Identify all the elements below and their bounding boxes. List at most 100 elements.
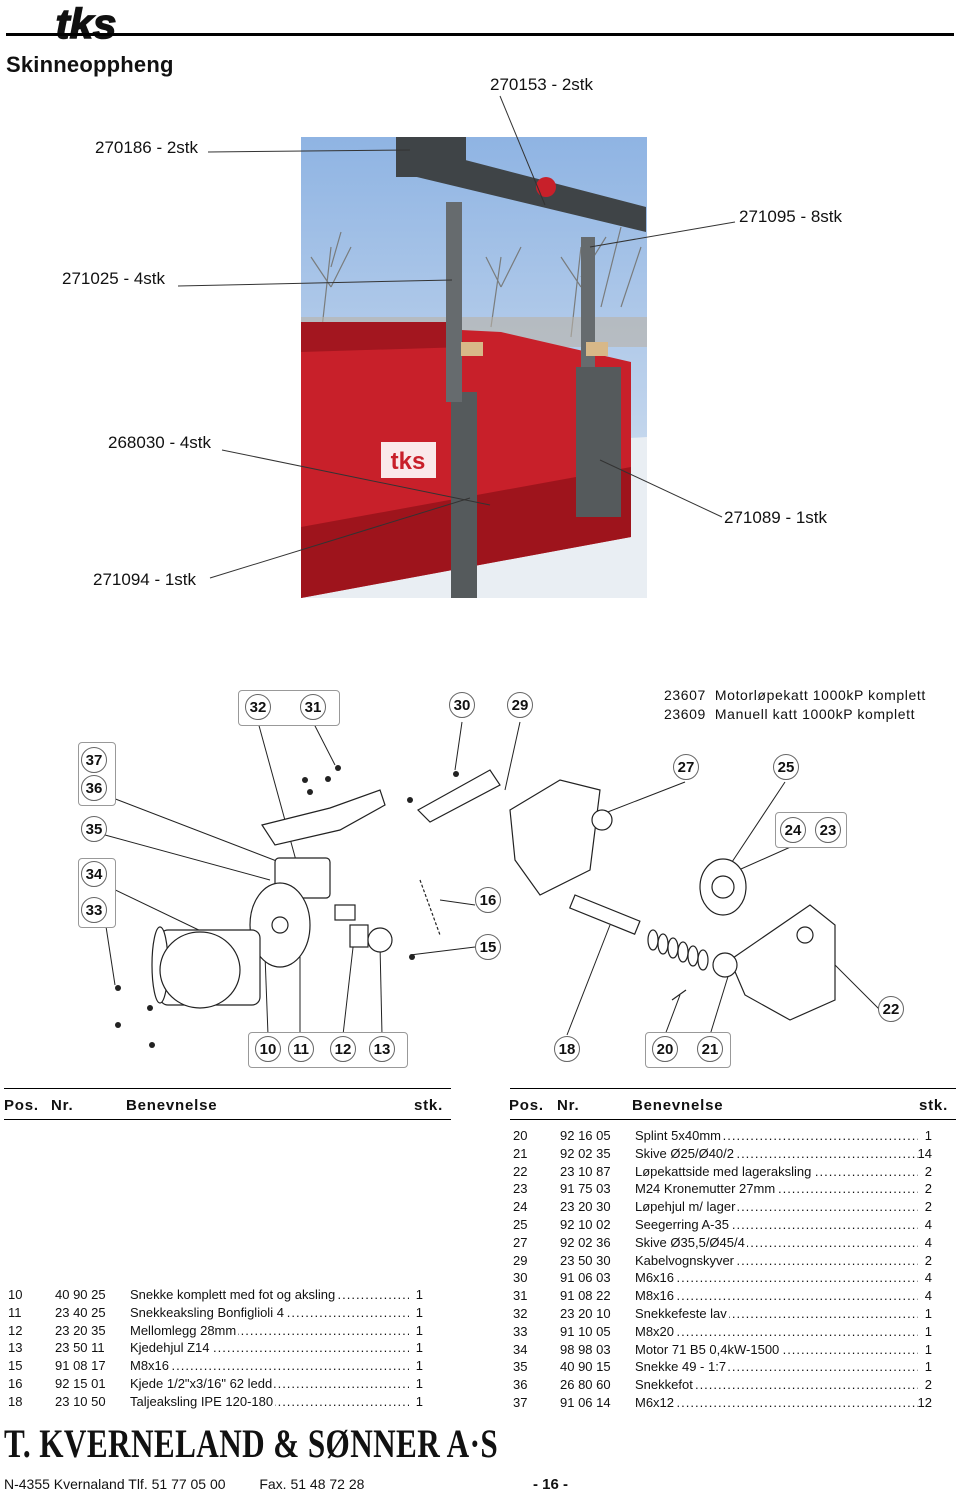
part-name: M6x16 [635,1270,677,1286]
part-nr: 26 80 60 [560,1377,611,1393]
part-qty: 4 [924,1234,932,1250]
part-pos: 10 [8,1287,23,1302]
balloon-30: 30 [449,692,475,718]
balloon-21: 21 [697,1036,723,1062]
company-wordmark: T. KVERNELAND & SØNNER A·S [4,1421,499,1466]
part-qty: 1 [415,1304,423,1320]
part-name: Løpehjul m/ lager [635,1199,738,1215]
part-pos: 31 [513,1288,528,1304]
part-nr: 92 10 02 [560,1217,611,1232]
part-qty: 1 [415,1322,423,1338]
part-nr: 92 16 05 [560,1128,611,1143]
part-qty: 2 [924,1377,932,1393]
leader-dots: ........................................… [635,1288,918,1304]
part-pos: 35 [513,1359,528,1375]
part-nr: 91 75 03 [560,1181,611,1197]
balloon-37: 37 [81,747,107,773]
part-pos: 30 [513,1270,528,1286]
part-name: Kjede 1/2"x3/16" 62 ledd [130,1376,275,1391]
callout-268030: 268030 - 4stk [108,433,212,452]
callout-271089: 271089 - 1stk [724,508,828,527]
part-nr: 40 90 15 [560,1359,611,1375]
footer-fax: Fax. 51 48 72 28 [259,1476,365,1492]
callout-271025: 271025 - 4stk [62,269,166,288]
part-qty: 1 [924,1128,932,1143]
part-pos: 29 [513,1252,528,1268]
balloon-34: 34 [81,861,107,887]
part-name: Snekkefeste lav [635,1306,729,1321]
part-name: Skive Ø35,5/Ø45/4 [635,1234,747,1250]
section-title: Skinneoppheng [6,52,174,77]
part-name: Skive Ø25/Ø40/2 [635,1145,736,1161]
kit-name: Manuell katt 1000kP komplett [714,706,916,722]
part-name: Mellomlegg 28mm [130,1322,239,1338]
kit-nr: 23609 [664,706,706,722]
header-pos-right: Pos. [509,1097,544,1114]
table-top-rule-left [4,1088,451,1089]
part-qty: 4 [924,1288,932,1304]
part-qty: 4 [924,1270,932,1286]
part-qty: 1 [415,1340,423,1356]
part-nr: 23 20 30 [560,1199,611,1215]
part-qty: 2 [924,1163,932,1179]
part-pos: 21 [513,1145,528,1161]
table-header-rule-left [4,1119,451,1120]
part-pos: 36 [513,1377,528,1393]
balloon-33: 33 [81,897,107,923]
part-nr: 98 98 03 [560,1341,611,1357]
part-qty: 1 [415,1376,423,1391]
part-name: Kjedehjul Z14 [130,1340,212,1356]
header-name-left: Benevnelse [126,1097,218,1114]
part-nr: 92 15 01 [55,1376,106,1391]
product-photo: tks [301,137,647,598]
part-qty: 1 [924,1323,932,1339]
part-qty: 2 [924,1181,932,1197]
part-nr: 23 50 11 [55,1340,105,1356]
leader-dots: ........................................… [635,1377,918,1393]
part-pos: 37 [513,1395,528,1410]
kit-line-2: 23609 Manuell katt 1000kP komplett [664,706,915,722]
balloon-35: 35 [81,816,107,842]
part-nr: 23 20 10 [560,1306,611,1321]
leader-dots: ........................................… [635,1323,918,1339]
svg-text:tks: tks [391,448,426,475]
callout-271095: 271095 - 8stk [739,207,843,226]
header-nr-left: Nr. [51,1097,74,1114]
balloon-27: 27 [673,754,699,780]
tks-logo: tks [48,2,124,50]
part-qty: 1 [415,1393,423,1409]
part-qty: 1 [924,1306,932,1321]
balloon-20: 20 [652,1036,678,1062]
header-rule [6,33,954,36]
callout-270186: 270186 - 2stk [95,138,199,157]
balloon-23: 23 [815,817,841,843]
balloon-11: 11 [288,1036,314,1062]
part-qty: 2 [924,1199,932,1215]
part-name: Motor 71 B5 0,4kW-1500 [635,1341,782,1357]
part-name: Taljeaksling IPE 120-180 [130,1393,276,1409]
balloon-18: 18 [554,1036,580,1062]
part-qty: 1 [415,1358,423,1374]
header-nr-right: Nr. [557,1097,580,1114]
part-name: Splint 5x40mm [635,1128,723,1143]
part-nr: 23 40 25 [55,1304,106,1320]
part-qty: 1 [924,1341,932,1357]
part-name: M8x20 [635,1323,677,1339]
header-name-right: Benevnelse [632,1097,724,1114]
